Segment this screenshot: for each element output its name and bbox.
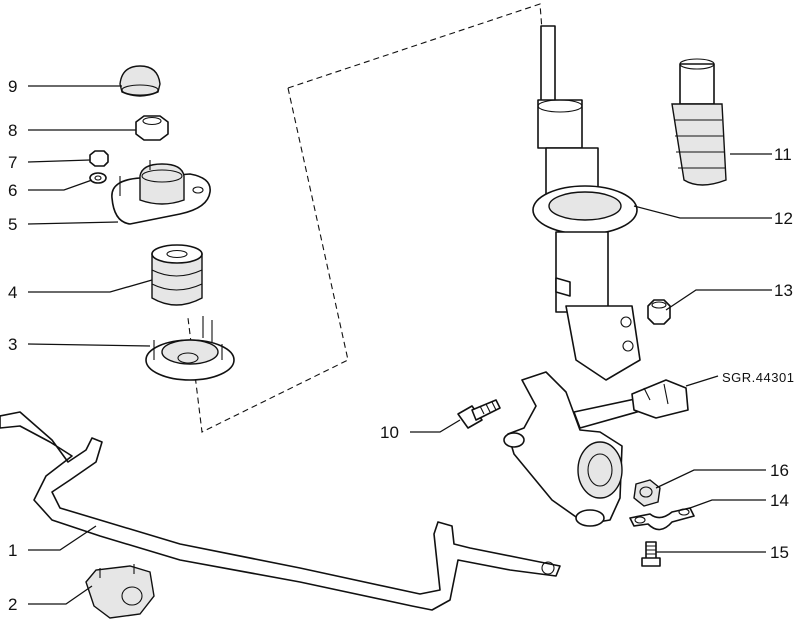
leader-10 bbox=[410, 419, 461, 433]
part-8-nut bbox=[135, 115, 169, 141]
leader-2 bbox=[28, 585, 93, 605]
callout-10: 10 bbox=[380, 423, 399, 442]
leader-13 bbox=[665, 289, 772, 311]
callout-8: 8 bbox=[8, 121, 17, 140]
leader-16 bbox=[655, 469, 766, 489]
callout-13: 13 bbox=[774, 281, 793, 300]
callout-2: 2 bbox=[8, 595, 17, 614]
part-6-washer bbox=[89, 172, 107, 184]
callout-16: 16 bbox=[770, 461, 789, 480]
part-13-nut bbox=[647, 299, 671, 325]
part-11-protective-boot bbox=[671, 58, 727, 186]
callout-9: 9 bbox=[8, 77, 17, 96]
callout-15: 15 bbox=[770, 543, 789, 562]
leader-5 bbox=[27, 221, 119, 225]
callout-7: 7 bbox=[8, 153, 17, 172]
callout-12: 12 bbox=[774, 209, 793, 228]
leader-3 bbox=[27, 343, 151, 347]
leader-6 bbox=[28, 179, 93, 191]
steering-knuckle bbox=[503, 371, 689, 527]
leader-ref bbox=[685, 375, 719, 387]
part-14-bracket bbox=[629, 507, 695, 531]
leader-4 bbox=[28, 279, 153, 293]
part-5-upper-mount bbox=[111, 160, 211, 225]
callout-1: 1 bbox=[8, 541, 17, 560]
callout-5: 5 bbox=[8, 215, 17, 234]
leader-lines bbox=[27, 85, 772, 605]
part-7-small-nut bbox=[89, 150, 109, 167]
leader-7 bbox=[27, 159, 91, 163]
leader-1 bbox=[28, 525, 97, 551]
leader-14 bbox=[689, 499, 766, 509]
part-15-screw bbox=[641, 541, 661, 567]
assembly-dashed-outline bbox=[187, 3, 543, 433]
part-9-dust-cap bbox=[119, 65, 161, 97]
part-2-bar-mount-bush bbox=[85, 564, 155, 619]
callout-3: 3 bbox=[8, 335, 17, 354]
callout-11: 11 bbox=[774, 145, 792, 164]
part-1-stabilizer-bar bbox=[0, 411, 561, 611]
leader-12 bbox=[633, 205, 772, 219]
part-12-strut bbox=[532, 25, 641, 381]
part-4-bump-stop bbox=[151, 244, 203, 306]
part-16-bush bbox=[633, 479, 661, 507]
part-3-lower-mount-plate bbox=[145, 316, 235, 381]
callout-6: 6 bbox=[8, 181, 17, 200]
callout-4: 4 bbox=[8, 283, 17, 302]
part-10-bolt bbox=[457, 399, 501, 429]
reference-code: SGR.44301 bbox=[722, 370, 794, 385]
callout-14: 14 bbox=[770, 491, 789, 510]
